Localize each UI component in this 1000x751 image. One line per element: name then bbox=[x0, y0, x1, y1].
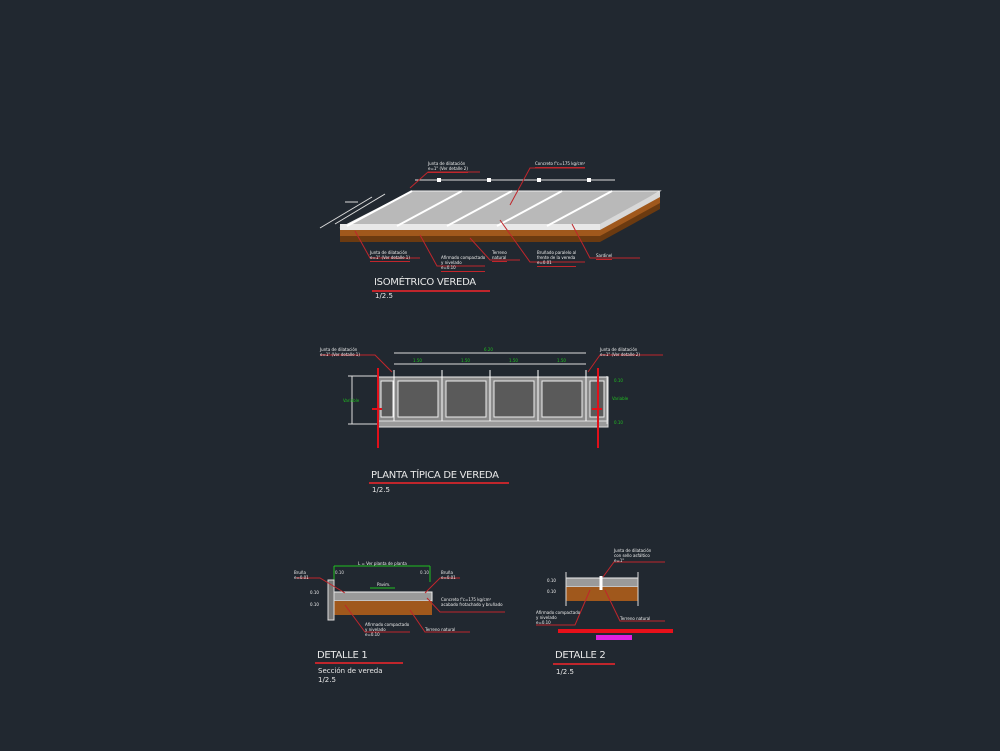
d1-left-bruna-label: Bruña e=0.01 bbox=[294, 570, 309, 580]
plan-joint-right-label: Junta de dilatación e=1" (Ver detalle 2) bbox=[600, 347, 640, 357]
d2-dim-b: 0.10 bbox=[547, 589, 556, 594]
d1-top-dim-label: L = Ver planta de planta bbox=[358, 561, 407, 566]
plan-dim-width-right: Variable bbox=[612, 396, 629, 401]
d2-natural-label: Terreno natural bbox=[620, 616, 651, 621]
d1-natural-label: Terreno natural bbox=[425, 627, 456, 632]
detail-1-title: DETALLE 1 bbox=[317, 650, 368, 661]
isometric-title: ISOMÉTRICO VEREDA bbox=[374, 277, 476, 288]
iso-edge-label: Sardinel bbox=[596, 253, 613, 260]
detail-2-title-underline bbox=[553, 663, 615, 665]
plan-dim-seg-2: 1.50 bbox=[461, 358, 470, 363]
d1-left-dim: 0.10 bbox=[335, 570, 344, 575]
d1-fill-label: Afirmado compactado y nivelado e=0.10 bbox=[365, 622, 410, 637]
plan-dim-total: 6.20 bbox=[484, 347, 493, 352]
d2-fill-label: Afirmado compactado y nivelado e=0.10 bbox=[536, 610, 581, 625]
plan-dim-bottom-right: 0.10 bbox=[614, 420, 623, 425]
plan-title: PLANTA TÍPICA DE VEREDA bbox=[371, 470, 499, 481]
d1-right-bruna-label: Bruña e=0.01 bbox=[441, 570, 456, 580]
d1-pavement-label: Pavim. bbox=[377, 582, 391, 587]
plan-title-underline bbox=[369, 482, 509, 484]
plan-joint-left-label: Junta de dilatación e=1" (Ver detalle 1) bbox=[320, 347, 360, 357]
iso-joint-top-label: Junta de dilatación e=1" (Ver detalle 2) bbox=[428, 161, 468, 173]
iso-bruna-label: Bruñado paralelo al frente de la vereda … bbox=[537, 250, 577, 267]
plan-dim-seg-3: 1.50 bbox=[509, 358, 518, 363]
d2-joint-label: Junta de dilatación con sello asfáltico … bbox=[614, 548, 652, 563]
isometric-title-underline bbox=[372, 290, 490, 292]
d1-concrete-label: Concreto f'c=175 kg/cm² acabado frotacha… bbox=[441, 597, 503, 607]
detail-2-scale: 1/2.5 bbox=[556, 668, 574, 676]
isometric-view bbox=[319, 167, 662, 267]
plan-scale: 1/2.5 bbox=[372, 486, 390, 494]
plan-dim-seg-4: 1.50 bbox=[557, 358, 566, 363]
d1-right-dim: 0.10 bbox=[420, 570, 429, 575]
iso-concrete-label: Concreto f'c=175 kg/cm² bbox=[535, 161, 586, 168]
plan-dim-seg-1: 1.50 bbox=[413, 358, 422, 363]
detail-1-title-underline bbox=[315, 662, 403, 664]
iso-fill-label: Afirmado compactado y nivelado e=0.10 bbox=[441, 255, 486, 272]
isometric-scale: 1/2.5 bbox=[375, 292, 393, 300]
d1-side-b: 0.10 bbox=[310, 602, 319, 607]
d2-dim-a: 0.10 bbox=[547, 578, 556, 583]
d1-side-a: 0.10 bbox=[310, 590, 319, 595]
plan-view bbox=[320, 352, 663, 448]
detail-1-subtitle: Sección de vereda bbox=[318, 667, 383, 675]
detail-2-view bbox=[536, 561, 673, 640]
plan-dim-top-right: 0.10 bbox=[614, 378, 623, 383]
detail-2-title: DETALLE 2 bbox=[555, 650, 606, 661]
plan-dim-width-left: Variable bbox=[343, 398, 360, 403]
iso-joint-bottom-label: Junta de dilatación e=1" (Ver detalle 1) bbox=[370, 250, 410, 262]
iso-natural-label: Terreno natural bbox=[492, 250, 507, 262]
detail-1-view bbox=[296, 565, 505, 633]
detail-1-scale: 1/2.5 bbox=[318, 676, 336, 684]
